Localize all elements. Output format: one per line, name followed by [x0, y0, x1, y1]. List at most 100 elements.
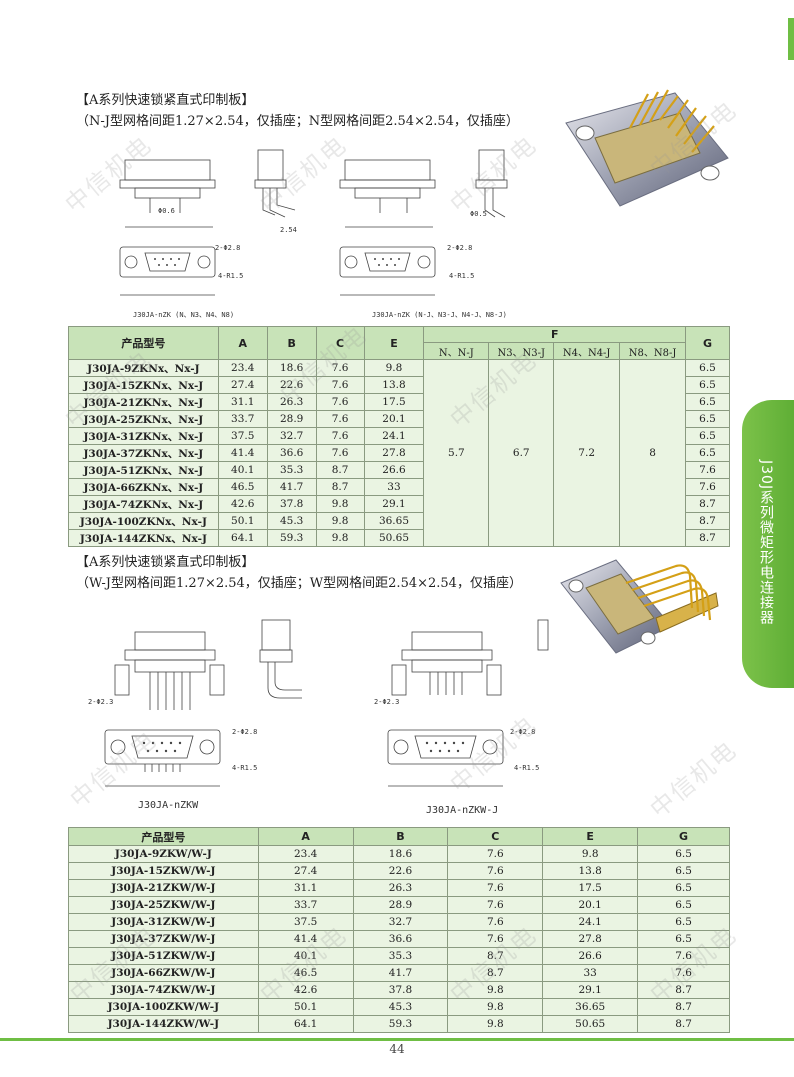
table-cell: J30JA-15ZKNx、Nx-J — [68, 376, 219, 394]
table-cell: 50.65 — [542, 1015, 639, 1033]
table-cell: 7.6 — [447, 930, 544, 948]
table-cell: 28.9 — [352, 896, 449, 914]
table-cell: 26.3 — [352, 879, 449, 897]
dim-phi06: Φ0.6 — [158, 207, 175, 215]
table-cell: 59.3 — [352, 1015, 449, 1033]
table-cell: J30JA-51ZKW/W-J — [68, 947, 259, 965]
table-cell: 17.5 — [363, 393, 425, 411]
col-header-c: C — [315, 326, 365, 360]
table-cell: 7.6 — [315, 444, 365, 462]
dim-r15-s2-right: 4-R1.5 — [514, 764, 540, 772]
table-cell: 50.1 — [217, 512, 268, 530]
connector-photo-right-angle — [560, 559, 719, 654]
table-cell: J30JA-144ZKNx、Nx-J — [68, 529, 219, 547]
table-cell: 7.6 — [447, 913, 544, 931]
col-header-model: 产品型号 — [68, 326, 219, 360]
side-category-tab: J30J系列微矩形电连接器 — [742, 400, 794, 688]
table-cell: 24.1 — [542, 913, 639, 931]
table-cell: 6.5 — [637, 896, 730, 914]
f-value-cell: 8 — [619, 359, 686, 547]
s2-col-header-c: C — [447, 827, 544, 846]
table-cell: 7.6 — [315, 359, 365, 377]
table-cell: 36.6 — [266, 444, 317, 462]
table-cell: 41.4 — [257, 930, 354, 948]
table-cell: 33.7 — [257, 896, 354, 914]
table-cell: 37.5 — [257, 913, 354, 931]
table-cell: 13.8 — [542, 862, 639, 880]
table-cell: J30JA-15ZKW/W-J — [68, 862, 259, 880]
table-cell: 22.6 — [352, 862, 449, 880]
table-cell: 6.5 — [637, 862, 730, 880]
table-cell: 8.7 — [447, 947, 544, 965]
section1-technical-drawings — [119, 149, 508, 296]
table-cell: 6.5 — [637, 845, 730, 863]
table-cell: 9.8 — [447, 998, 544, 1016]
table-cell: 8.7 — [315, 478, 365, 496]
table-cell: 6.5 — [637, 879, 730, 897]
table-cell: 64.1 — [217, 529, 268, 547]
footer-line — [0, 1038, 794, 1041]
table-cell: 37.8 — [266, 495, 317, 513]
table-cell: J30JA-74ZKNx、Nx-J — [68, 495, 219, 513]
table-cell: J30JA-144ZKW/W-J — [68, 1015, 259, 1033]
table-cell: 26.6 — [542, 947, 639, 965]
table-cell: 7.6 — [315, 393, 365, 411]
section2-title: 【A系列快速锁紧直式印制板】 — [76, 555, 255, 570]
f-value-cell: 7.2 — [553, 359, 621, 547]
table-cell: 6.5 — [637, 913, 730, 931]
table-cell: 23.4 — [257, 845, 354, 863]
table-cell: 32.7 — [266, 427, 317, 445]
table-cell: 46.5 — [217, 478, 268, 496]
table-cell: 59.3 — [266, 529, 317, 547]
table-cell: 33 — [363, 478, 425, 496]
table-cell: 8.7 — [637, 981, 730, 999]
s2-col-header-a: A — [257, 827, 354, 846]
table-cell: 31.1 — [217, 393, 268, 411]
table-cell: 37.5 — [217, 427, 268, 445]
table-cell: 31.1 — [257, 879, 354, 897]
table-cell: 8.7 — [447, 964, 544, 982]
dim-r15-right: 4-R1.5 — [449, 272, 475, 280]
table-cell: 20.1 — [542, 896, 639, 914]
s2-col-header-g: G — [637, 827, 730, 846]
dim-phi28-s2: 2-Φ2.8 — [232, 728, 258, 736]
table-cell: 8.7 — [637, 1015, 730, 1033]
table-cell: 46.5 — [257, 964, 354, 982]
table-cell: J30JA-37ZKW/W-J — [68, 930, 259, 948]
table-cell: 9.8 — [315, 529, 365, 547]
section2-subtitle: （W-J型网格间距1.27×2.54，仅插座；W型网格间距2.54×2.54，仅… — [76, 576, 522, 591]
table-cell: 6.5 — [684, 359, 731, 377]
dim-r15-s2: 4-R1.5 — [232, 764, 258, 772]
table-cell: 33 — [542, 964, 639, 982]
col-header-f: F — [423, 326, 686, 343]
table-cell: 9.8 — [447, 1015, 544, 1033]
table-cell: J30JA-21ZKNx、Nx-J — [68, 393, 219, 411]
dim-phi28-right: 2-Φ2.8 — [447, 244, 473, 252]
table-cell: 7.6 — [637, 964, 730, 982]
table-cell: 42.6 — [257, 981, 354, 999]
table-cell: 8.7 — [315, 461, 365, 479]
table-cell: J30JA-31ZKNx、Nx-J — [68, 427, 219, 445]
table-cell: 23.4 — [217, 359, 268, 377]
table-cell: 20.1 — [363, 410, 425, 428]
table-cell: 9.8 — [542, 845, 639, 863]
table-cell: 7.6 — [315, 427, 365, 445]
table-cell: 28.9 — [266, 410, 317, 428]
dim-phi23-right: 2-Φ2.3 — [374, 698, 400, 706]
dim-r15: 4-R1.5 — [218, 272, 244, 280]
top-accent-tab — [788, 18, 794, 60]
f-value-cell: 6.7 — [488, 359, 555, 547]
section1-caption-right: J30JA-nZK (N-J、N3-J、N4-J、N8-J) — [372, 311, 507, 319]
s2-col-header-e: E — [542, 827, 639, 846]
col-header-e: E — [363, 326, 425, 360]
table-cell: J30JA-66ZKW/W-J — [68, 964, 259, 982]
table-cell: 17.5 — [542, 879, 639, 897]
table-cell: 36.65 — [363, 512, 425, 530]
table-cell: 33.7 — [217, 410, 268, 428]
